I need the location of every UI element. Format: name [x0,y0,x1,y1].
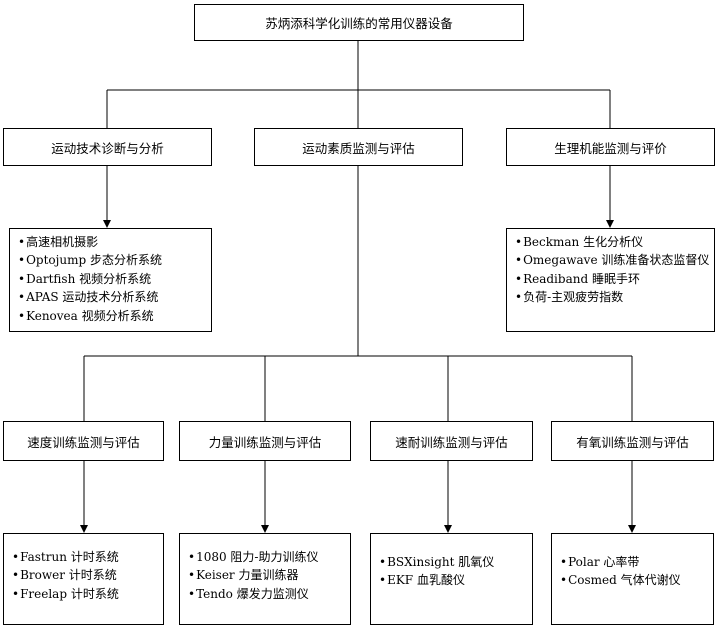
list-item: Keiser 力量训练器 [188,566,350,584]
list-item: 高速相机摄影 [18,233,211,251]
list-aerobic-training: Polar 心率带 Cosmed 气体代谢仪 [551,533,714,625]
list-item: Kenovea 视频分析系统 [18,307,211,325]
list-item: 1080 阻力-助力训练仪 [188,548,350,566]
node-aerobic-training-label: 有氧训练监测与评估 [576,434,689,450]
list-item: Readiband 睡眠手环 [515,270,714,288]
list-speed-endurance-training: BSXinsight 肌氧仪 EKF 血乳酸仪 [370,533,533,625]
root-label: 苏炳添科学化训练的常用仪器设备 [265,16,453,31]
list-item: Optojump 步态分析系统 [18,251,211,269]
node-strength-training-label: 力量训练监测与评估 [208,434,322,450]
node-strength-training: 力量训练监测与评估 [179,421,351,461]
node-tech-analysis-label: 运动技术诊断与分析 [51,140,164,156]
list-speed-training: Fastrun 计时系统 Brower 计时系统 Freelap 计时系统 [3,533,164,625]
node-aerobic-training: 有氧训练监测与评估 [551,421,714,461]
list-item: Beckman 生化分析仪 [515,233,714,251]
node-quality-monitoring: 运动素质监测与评估 [254,128,463,166]
list-item: Brower 计时系统 [12,566,163,584]
list-item: APAS 运动技术分析系统 [18,288,211,306]
list-tech-analysis: 高速相机摄影 Optojump 步态分析系统 Dartfish 视频分析系统 A… [9,228,212,332]
node-speed-training-label: 速度训练监测与评估 [27,434,140,450]
list-item: Dartfish 视频分析系统 [18,270,211,288]
node-physio-monitoring-label: 生理机能监测与评价 [554,140,667,156]
list-item: BSXinsight 肌氧仪 [379,553,532,571]
node-speed-endurance-training-label: 速耐训练监测与评估 [395,434,508,450]
list-physio-monitoring: Beckman 生化分析仪 Omegawave 训练准备状态监督仪 Readib… [506,228,715,332]
node-speed-endurance-training: 速耐训练监测与评估 [370,421,533,461]
list-item: 负荷-主观疲劳指数 [515,288,714,306]
root-node: 苏炳添科学化训练的常用仪器设备 [194,4,524,41]
list-strength-training: 1080 阻力-助力训练仪 Keiser 力量训练器 Tendo 爆发力监测仪 [179,533,351,625]
list-item: EKF 血乳酸仪 [379,571,532,589]
node-speed-training: 速度训练监测与评估 [3,421,164,461]
list-item: Tendo 爆发力监测仪 [188,585,350,603]
list-item: Freelap 计时系统 [12,585,163,603]
list-item: Fastrun 计时系统 [12,548,163,566]
list-item: Omegawave 训练准备状态监督仪 [515,251,714,269]
node-tech-analysis: 运动技术诊断与分析 [3,128,212,166]
node-quality-monitoring-label: 运动素质监测与评估 [302,140,415,156]
list-item: Polar 心率带 [560,553,713,571]
list-item: Cosmed 气体代谢仪 [560,571,713,589]
node-physio-monitoring: 生理机能监测与评价 [506,128,715,166]
